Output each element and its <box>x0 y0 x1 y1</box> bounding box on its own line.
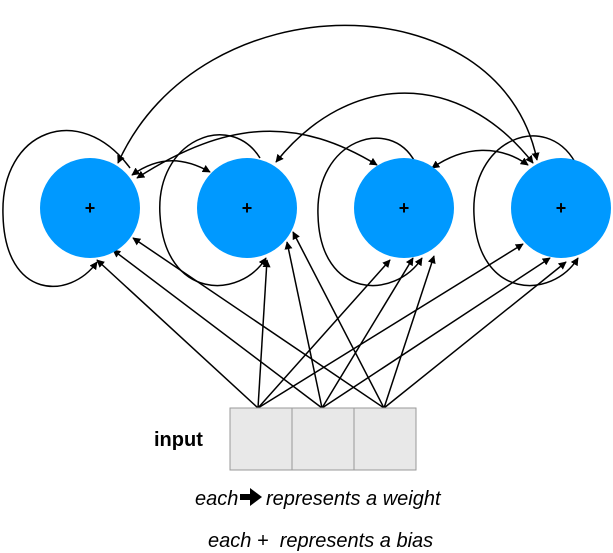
self-loop-edge <box>159 134 267 287</box>
recurrent-edge <box>431 149 529 169</box>
input-edge <box>257 259 391 409</box>
input-edge <box>257 243 524 409</box>
neuron-circle <box>511 158 611 258</box>
neuron-circle <box>354 158 454 258</box>
bias-plus-label: + <box>242 198 253 218</box>
recurrent-edge <box>117 24 540 164</box>
input-edge <box>321 257 551 409</box>
input-edge <box>257 259 271 409</box>
input-vector: input <box>154 407 417 471</box>
input-edge <box>383 261 567 409</box>
input-edge <box>292 231 385 409</box>
recurrent-edge <box>136 130 378 179</box>
input-cell <box>353 407 417 471</box>
neuron-circle <box>197 158 297 258</box>
input-edge <box>383 255 436 409</box>
bias-plus-label: + <box>85 198 96 218</box>
neuron-circle <box>40 158 140 258</box>
input-edges <box>96 231 567 409</box>
input-edge <box>284 241 323 409</box>
recurrent-edges <box>117 24 540 179</box>
neuron-node: + <box>511 158 611 258</box>
neuron-node: + <box>354 158 454 258</box>
input-edge <box>132 237 385 409</box>
recurrent-edge <box>275 92 534 164</box>
input-cell <box>291 407 355 471</box>
input-cell <box>229 407 293 471</box>
input-edge <box>96 259 259 409</box>
input-edge <box>321 257 414 409</box>
self-loop-edge <box>473 135 579 287</box>
input-label: input <box>154 429 203 451</box>
legend: each represents a weight each + represen… <box>195 488 442 552</box>
legend-bias-line: each + represents a bias <box>208 530 433 552</box>
neuron-node: + <box>197 158 297 258</box>
bias-plus-label: + <box>399 198 410 218</box>
legend-weight-prefix: each <box>195 488 238 510</box>
neuron-layer: + + + + <box>40 158 611 258</box>
right-arrow-icon <box>240 488 262 506</box>
bias-plus-label: + <box>556 198 567 218</box>
recurrent-edge <box>131 160 211 176</box>
legend-weight-suffix: represents a weight <box>266 488 442 510</box>
input-edge <box>112 249 323 409</box>
self-loop-edges <box>2 129 579 288</box>
self-loop-edge <box>2 129 131 288</box>
neuron-node: + <box>40 158 140 258</box>
self-loop-edge <box>317 137 423 287</box>
